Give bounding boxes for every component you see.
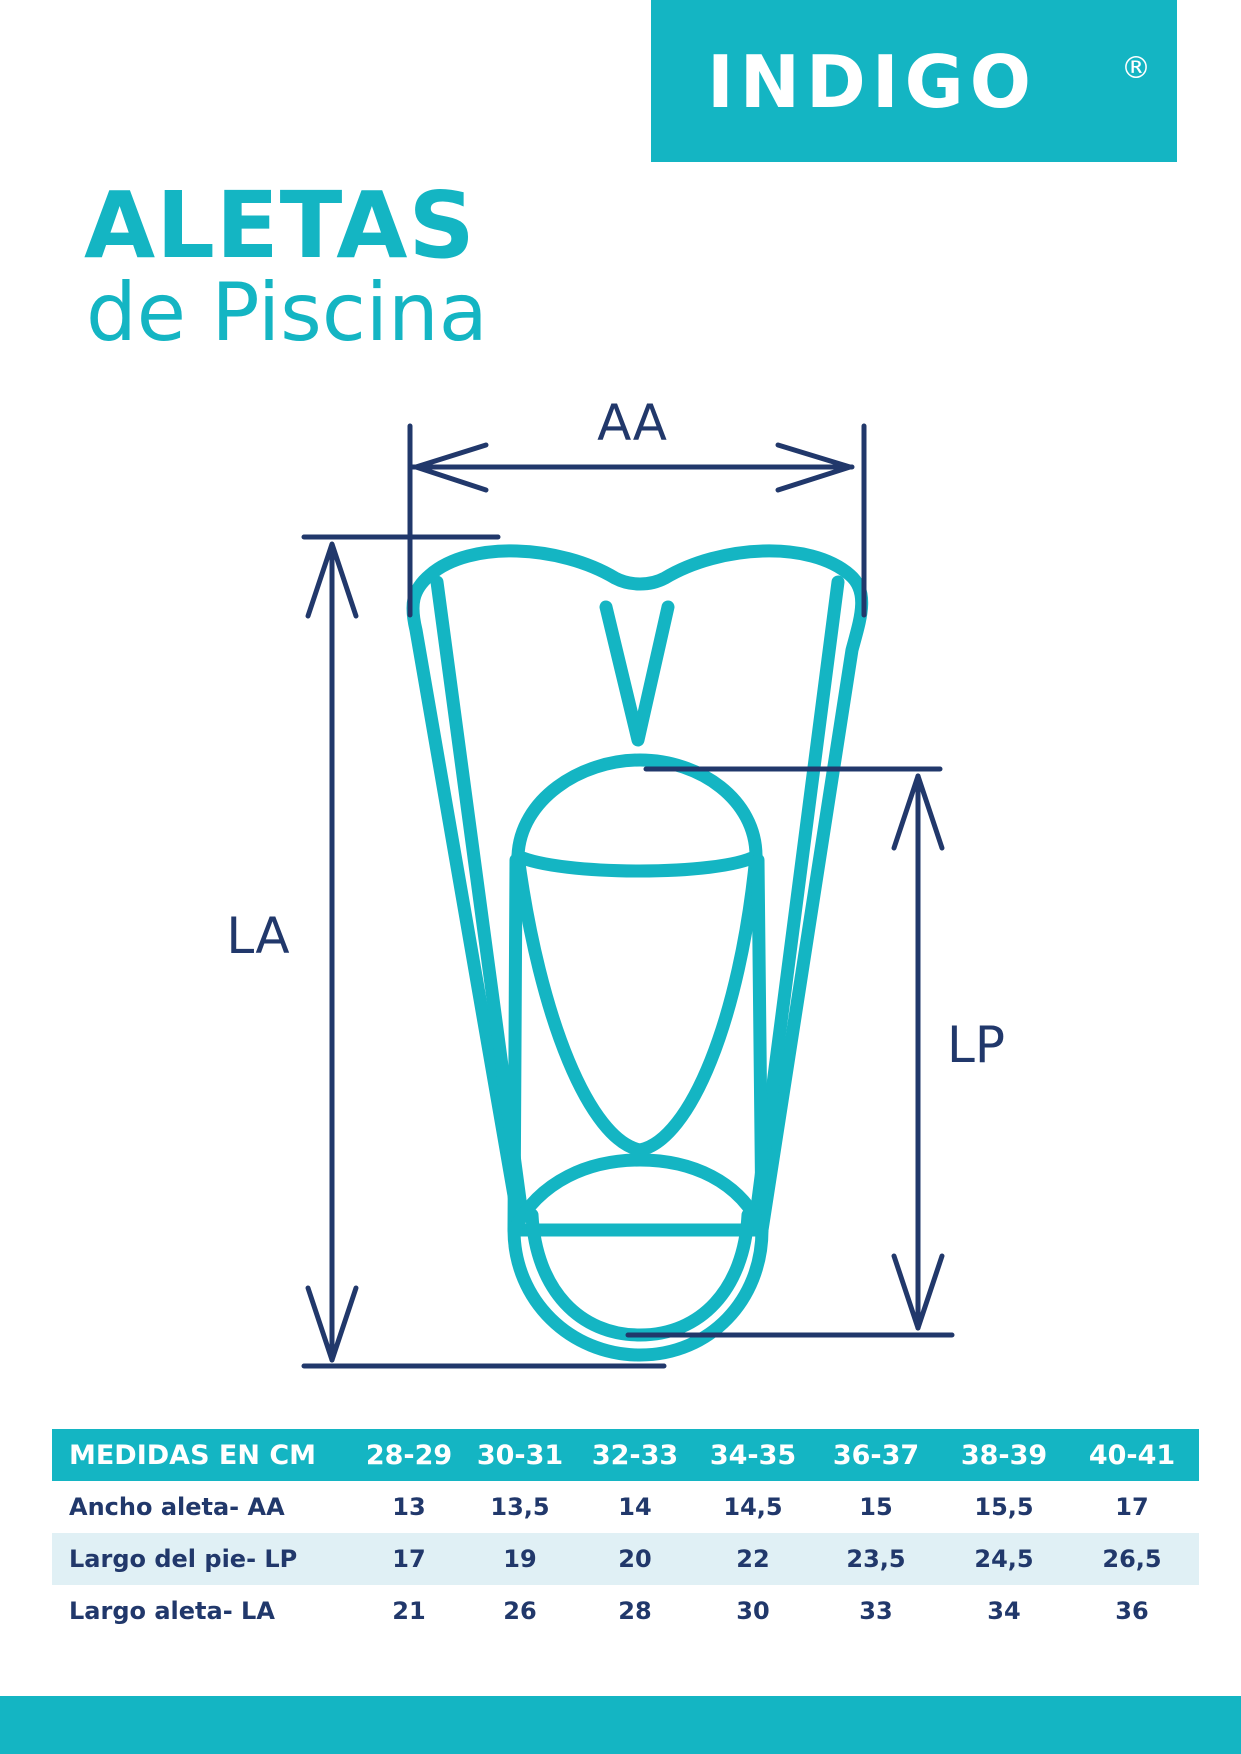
table-cell: 28 [618,1597,652,1625]
size-header: 34-35 [709,1439,797,1471]
aa-label: AA [597,394,667,452]
aa-arrow-right [775,442,853,493]
size-header: 36-37 [832,1439,920,1471]
table-cell: 22 [736,1545,770,1573]
table-cell: 20 [618,1545,652,1573]
table-cell: 13 [392,1493,426,1521]
brand-logo: INDIGO [707,40,1037,124]
page-title: ALETAS [84,172,476,279]
table-header-label: MEDIDAS EN CM [69,1439,317,1471]
la-arrow-top [305,541,359,619]
registered-mark: ® [1121,51,1151,86]
table-cell: 21 [392,1597,426,1625]
table-cell: 14 [618,1493,652,1521]
fin-drawing [406,544,869,1362]
table-row: Largo aleta- LA 21 26 28 30 33 34 36 [52,1585,1199,1637]
size-header: 28-29 [365,1439,453,1471]
la-label: LA [226,907,289,965]
heel-outline [507,1153,769,1362]
row-label: Ancho aleta- AA [69,1493,285,1521]
table-cell: 36 [1115,1597,1149,1625]
table-row: Ancho aleta- AA 13 13,5 14 14,5 15 15,5 … [52,1481,1199,1533]
row-label: Largo del pie- LP [69,1545,298,1573]
lp-arrow-top [891,773,945,851]
foot-pocket-top [511,753,763,878]
size-header: 40-41 [1088,1439,1176,1471]
fin-outer-outline [406,544,869,1237]
fin-left-rib [430,575,527,1207]
fin-right-rib [751,575,845,1207]
table-cell: 14,5 [723,1493,783,1521]
aa-arrow-left [413,442,489,493]
size-header: 38-39 [960,1439,1048,1471]
lp-arrow-bottom [891,1253,945,1331]
table-cell: 26 [503,1597,537,1625]
table-cell: 15,5 [974,1493,1034,1521]
table-cell: 19 [503,1545,537,1573]
table-header-row: MEDIDAS EN CM 28-29 30-31 32-33 34-35 36… [52,1429,1199,1481]
fin-dimension-diagram: AA LA LP [226,394,1005,1369]
dimension-lines [301,423,955,1369]
table-cell: 24,5 [974,1545,1034,1573]
table-cell: 33 [859,1597,893,1625]
fin-vent [599,600,675,747]
foot-pocket-body [511,849,763,1157]
brand-logo-box: INDIGO ® [651,0,1177,162]
table-cell: 34 [987,1597,1021,1625]
row-label: Largo aleta- LA [69,1597,275,1625]
table-cell: 23,5 [846,1545,906,1573]
footer-bar [0,1696,1241,1754]
foot-pocket-sides [507,853,769,1237]
la-arrow-bottom [305,1285,359,1363]
size-table: MEDIDAS EN CM 28-29 30-31 32-33 34-35 36… [52,1429,1199,1637]
size-header: 30-31 [476,1439,564,1471]
table-cell: 26,5 [1102,1545,1162,1573]
table-cell: 15 [859,1493,893,1521]
table-row: Largo del pie- LP 17 19 20 22 23,5 24,5 … [52,1533,1199,1585]
page-subtitle: de Piscina [86,266,488,359]
table-cell: 30 [736,1597,770,1625]
table-cell: 17 [392,1545,426,1573]
size-header: 32-33 [591,1439,679,1471]
table-cell: 17 [1115,1493,1149,1521]
table-cell: 13,5 [490,1493,550,1521]
lp-label: LP [947,1016,1005,1074]
